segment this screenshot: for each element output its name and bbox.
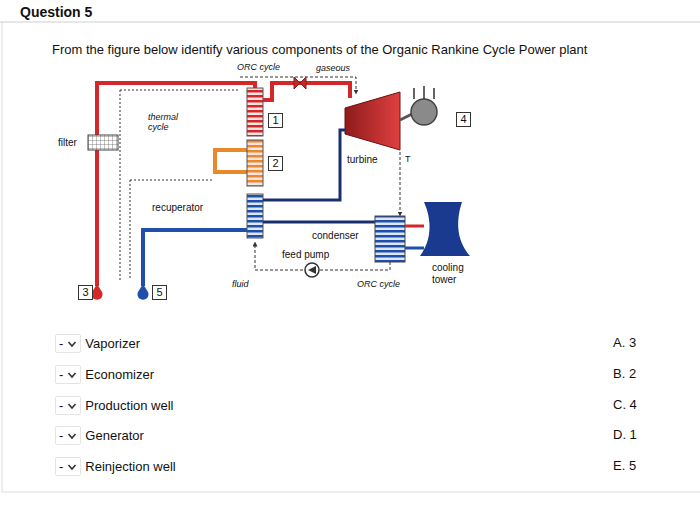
answer-option: A. 3 — [613, 336, 636, 351]
exhaust-dashes — [400, 152, 401, 214]
chevron-stroke — [69, 465, 76, 469]
condenser-pipe — [263, 221, 375, 224]
answer-dropdown: - Economizer — [55, 365, 154, 384]
orc-flow-dashes — [240, 77, 356, 92]
recuperator-symbol — [247, 194, 263, 238]
turbine-symbol — [345, 92, 400, 150]
chevron-stroke — [69, 342, 76, 346]
chevron-icon — [67, 339, 77, 349]
callout-number: 5 — [152, 285, 167, 300]
part-label: filter — [58, 137, 77, 149]
select-box: - — [55, 365, 81, 384]
question-title: Question 5 — [20, 4, 92, 20]
generator-symbol — [411, 99, 437, 125]
select-value: - — [59, 428, 63, 443]
chevron-stroke — [69, 373, 76, 377]
chevron-icon — [67, 431, 77, 441]
liquid-flow-dashes — [255, 244, 390, 270]
select-value: - — [59, 398, 63, 413]
chevron-icon — [67, 401, 77, 411]
valve-symbol — [294, 77, 306, 89]
component-name: Vaporizer — [85, 336, 140, 351]
frame-line — [2, 492, 700, 493]
production-well-symbol — [92, 284, 103, 300]
callout-number: 4 — [456, 112, 471, 127]
thermal-cycle-dashes — [120, 90, 240, 280]
component-name: Economizer — [85, 367, 154, 382]
filter-symbol — [88, 135, 118, 150]
callout-text: 3 — [82, 286, 88, 299]
flow-label: ORC cycle — [357, 279, 400, 289]
select-box: - — [55, 396, 81, 415]
select-value: - — [59, 336, 63, 351]
callout-number: 3 — [78, 285, 93, 300]
cycle-label: thermal cycle — [148, 112, 188, 133]
chevron-stroke — [69, 434, 76, 438]
chevron-icon — [67, 462, 77, 472]
part-label: recuperator — [152, 202, 203, 214]
component-name: Generator — [85, 428, 144, 443]
flow-label: ORC cycle — [237, 62, 280, 72]
reinjection-well-symbol — [137, 284, 148, 300]
flow-label: gaseous — [316, 63, 350, 73]
feed-pump-symbol — [305, 263, 319, 277]
vaporizer-symbol — [247, 88, 263, 136]
answer-option: C. 4 — [613, 398, 637, 413]
answer-option: E. 5 — [613, 459, 636, 474]
power-leads — [414, 86, 434, 99]
select-value: - — [59, 459, 63, 474]
select-box: - — [55, 426, 81, 445]
component-name: Reinjection well — [85, 459, 175, 474]
part-label: turbine — [347, 154, 378, 166]
pump-arrow — [308, 266, 316, 274]
callout-number: 1 — [268, 113, 283, 128]
select-box: - — [55, 334, 81, 353]
cooling-water-hot — [405, 225, 424, 228]
answer-option: D. 1 — [613, 428, 637, 443]
chevron-stroke — [69, 404, 76, 408]
callout-text: 1 — [272, 114, 278, 127]
answer-dropdown: - Generator — [55, 426, 144, 445]
hot-brine-pipe — [97, 83, 255, 286]
instruction-text: From the figure below identify various c… — [52, 43, 587, 58]
flow-label: fluid — [232, 279, 249, 289]
chevron-icon — [67, 370, 77, 380]
part-label: T — [405, 154, 411, 164]
shaft — [400, 114, 412, 120]
select-box: - — [55, 457, 81, 476]
component-name: Production well — [85, 398, 173, 413]
header-rule — [0, 22, 700, 23]
part-label: feed pump — [282, 249, 329, 261]
frame-line — [2, 22, 3, 492]
answer-dropdown: - Production well — [55, 396, 174, 415]
cooling-water-cold — [405, 247, 424, 250]
select-value: - — [59, 367, 63, 382]
cooling-tower-symbol — [420, 202, 470, 256]
answer-dropdown: - Vaporizer — [55, 334, 140, 353]
recuperator-pipe — [263, 130, 345, 200]
part-label: cooling tower — [432, 262, 484, 285]
condenser-symbol — [375, 216, 405, 262]
callout-number: 2 — [268, 156, 283, 171]
callout-text: 5 — [156, 286, 162, 299]
economizer-symbol — [247, 140, 263, 186]
answer-option: B. 2 — [613, 367, 636, 382]
callout-text: 4 — [460, 113, 466, 126]
thermal-oil-loop — [215, 150, 247, 172]
callout-text: 2 — [272, 157, 278, 170]
cold-brine-pipe — [143, 230, 247, 286]
answer-dropdown: - Reinjection well — [55, 457, 176, 476]
part-label: condenser — [312, 230, 359, 242]
